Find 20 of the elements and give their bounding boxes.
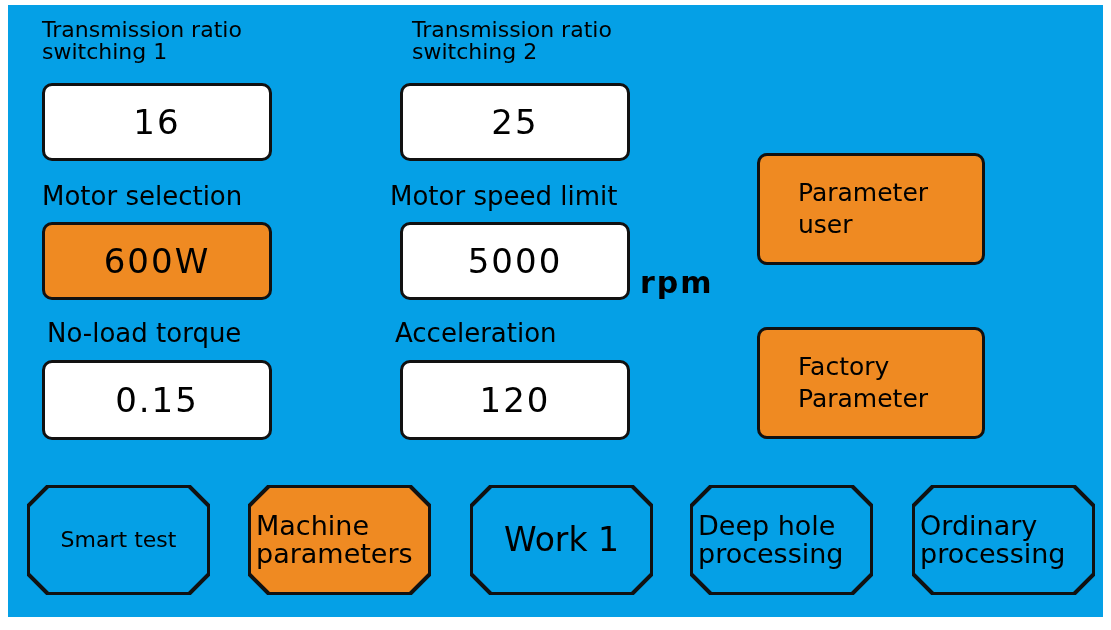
field-label: Acceleration [395,318,558,350]
field-label: No-load torque [47,318,243,350]
parameter-button: Factory Parameter [757,327,985,439]
tab-button: Work 1 [470,485,653,595]
parameter-button: Parameter user [757,153,985,265]
tab-button: Deep hole processing [690,485,873,595]
field-label: Motor selection [42,181,244,213]
field-label: Motor speed limit [390,181,619,213]
value-field: 5000 [400,222,630,300]
value-field: 0.15 [42,360,272,440]
field-label: Transmission ratio switching 1 [42,19,243,63]
unit-label: rpm [640,265,714,300]
value-field: 120 [400,360,630,440]
value-field: 600W [42,222,272,300]
tab-button: Ordinary processing [912,485,1095,595]
field-label: Transmission ratio switching 2 [412,19,613,63]
value-field: 16 [42,83,272,161]
tab-button: Machine parameters [248,485,431,595]
value-field: 25 [400,83,630,161]
tab-button: Smart test [27,485,210,595]
